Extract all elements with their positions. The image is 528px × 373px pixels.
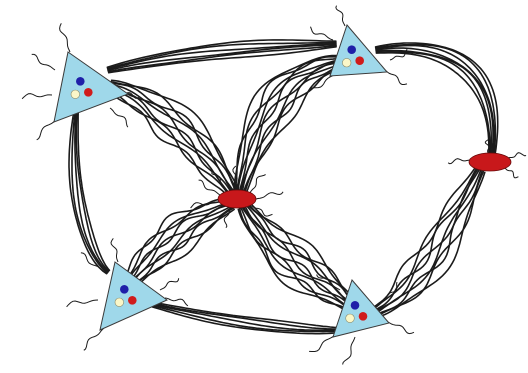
- interneuron-center: [218, 190, 256, 208]
- blue-dot: [76, 77, 85, 86]
- dendrite: [311, 27, 334, 40]
- yellow-dot: [346, 314, 355, 323]
- dendrite: [67, 300, 98, 307]
- connection-fiber: [376, 53, 489, 154]
- blue-dot: [347, 45, 356, 54]
- dendrite: [505, 168, 518, 178]
- connection-fiber: [108, 92, 229, 198]
- connection-fiber: [374, 168, 476, 308]
- dendrite: [110, 108, 128, 127]
- dendrite: [385, 70, 407, 85]
- yellow-dot: [71, 90, 80, 99]
- interneuron-cell-body: [469, 153, 511, 171]
- connection-fiber: [376, 43, 498, 154]
- dendrite: [309, 334, 336, 352]
- connection-fiber: [130, 207, 233, 288]
- connection-fiber: [75, 112, 108, 272]
- neurons-layer: [54, 25, 511, 337]
- dendrite: [22, 94, 52, 99]
- red-dot: [128, 296, 137, 305]
- connection-fiber: [376, 52, 490, 154]
- red-dot: [84, 88, 93, 97]
- connection-fiber: [376, 46, 494, 155]
- dendrite: [508, 153, 526, 158]
- red-dot: [359, 312, 368, 321]
- connection-fiber: [76, 112, 108, 271]
- yellow-dot: [342, 58, 351, 67]
- dendrite: [160, 278, 179, 290]
- dendrite: [388, 322, 414, 334]
- yellow-dot: [115, 298, 124, 307]
- pyramidal-cell-body: [54, 52, 128, 122]
- connection-fiber: [242, 64, 340, 192]
- dendrite: [336, 6, 345, 26]
- interneuron-cell-body: [218, 190, 256, 208]
- dendrite: [343, 337, 355, 365]
- dendrite: [32, 54, 55, 70]
- dendrite: [199, 180, 220, 195]
- dendrite: [256, 192, 283, 199]
- dendrite: [111, 238, 118, 262]
- red-dot: [355, 56, 364, 65]
- dendrite: [448, 159, 470, 164]
- blue-dot: [120, 285, 129, 294]
- connection-fiber: [248, 203, 353, 301]
- interneuron-right: [469, 153, 511, 171]
- pyramidal-top-left: [54, 52, 128, 122]
- connection-fiber: [245, 67, 341, 193]
- dendrite: [84, 328, 104, 350]
- dendrite: [60, 23, 70, 52]
- connection-fiber: [110, 86, 234, 194]
- connection-fiber: [112, 80, 239, 191]
- connection-fiber: [242, 207, 349, 307]
- blue-dot: [351, 301, 360, 310]
